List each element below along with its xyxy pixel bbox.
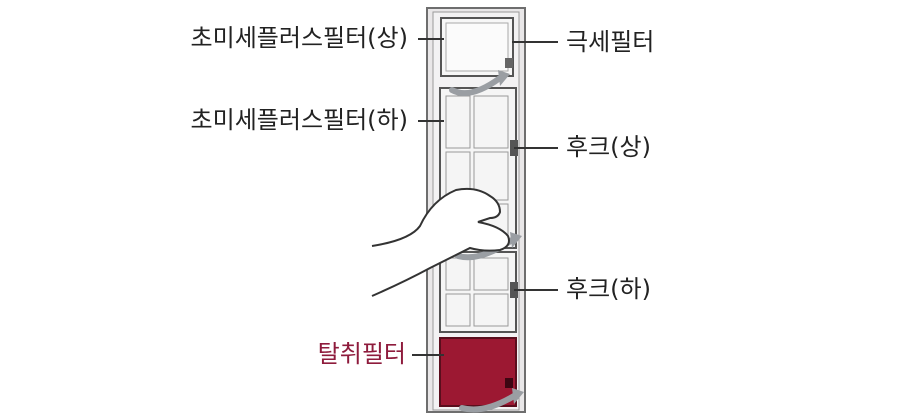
ultrafine-filter-lower	[439, 251, 518, 333]
rotation-arrow-icon	[459, 393, 517, 413]
label-ultrafine-filter-lower: 초미세플러스필터(하)	[190, 106, 408, 134]
label-deodorizing-filter: 탈취필터	[317, 340, 406, 368]
leader-line-hook-lower	[514, 289, 558, 291]
rotation-arrow-icon	[449, 75, 503, 96]
leader-line-hook-upper	[514, 147, 558, 149]
leader-line-fine-filter	[512, 41, 558, 43]
label-fine-filter: 극세필터	[566, 28, 655, 56]
leader-line-ultrafine-lower	[418, 120, 444, 122]
hand-icon	[371, 187, 510, 297]
label-hook-lower: 후크(하)	[566, 275, 651, 303]
leader-line-ultrafine-upper	[418, 38, 444, 40]
label-ultrafine-filter-upper: 초미세플러스필터(상)	[190, 24, 408, 52]
fine-filter	[440, 17, 514, 77]
leader-line-deodorizing	[412, 354, 444, 356]
deodorizing-filter	[439, 337, 517, 407]
label-hook-upper: 후크(상)	[566, 133, 651, 161]
